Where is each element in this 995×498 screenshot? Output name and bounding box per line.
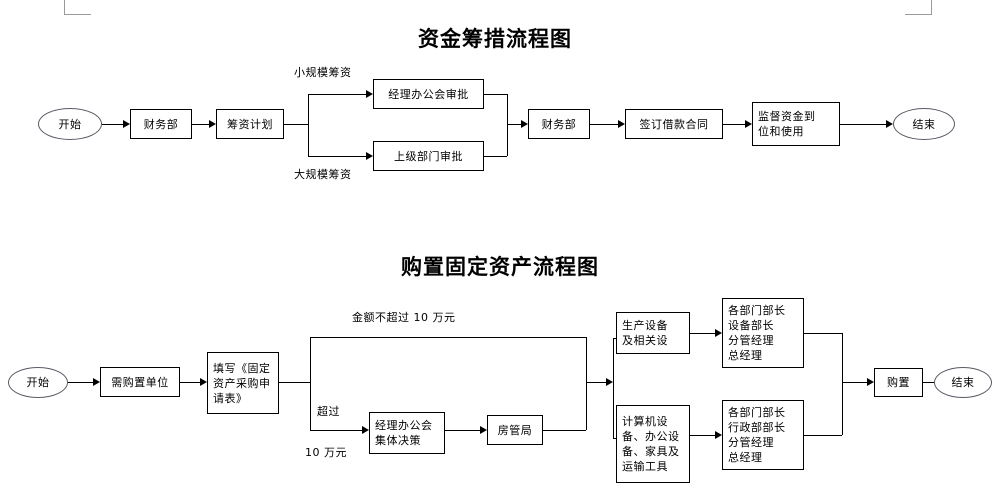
arrowhead-merge-to-category-split — [606, 378, 613, 386]
node-start-funding: 开始 — [38, 108, 102, 140]
arrowhead-start-to-finance — [123, 120, 130, 128]
node-computer-office-equipment: 计算机设 备、办公设 备、家具及 运输工具 — [616, 405, 690, 483]
edge-computer-to-approval-office — [690, 435, 717, 436]
edge-production-to-approval-equipment — [690, 333, 717, 334]
merge-bus-funding — [507, 94, 508, 156]
arrowhead-computer-to-approval-office — [715, 431, 722, 439]
edge-split-to-manager-decision — [310, 430, 364, 431]
page-corner-mark-top-right — [905, 0, 932, 15]
node-manager-office-approval: 经理办公会审批 — [373, 79, 484, 109]
split-bus-purchase — [310, 337, 311, 430]
arrowhead-split-to-manager-decision — [362, 426, 369, 434]
edge-category-split-bottom-stub — [613, 438, 616, 439]
chart-title-fixed-asset-process: 购置固定资产流程图 — [401, 254, 599, 279]
arrowhead-finance-to-plan — [209, 120, 216, 128]
edge-finance-to-plan — [192, 124, 211, 125]
node-approval-chain-office: 各部门部长 行政部部长 分管经理 总经理 — [722, 400, 804, 470]
edge-manager-decision-to-housing-bureau — [445, 430, 482, 431]
edge-split-to-manager-approval — [308, 94, 368, 95]
arrowhead-split-to-manager-approval — [366, 90, 373, 98]
arrowhead-requesting-unit-to-application — [200, 378, 207, 386]
page-corner-mark-top-left — [64, 0, 91, 15]
edge-category-split-top-stub — [613, 338, 616, 339]
edge-label-large-scale: 大规模筹资 — [294, 168, 352, 181]
edge-label-amount-not-exceeding: 金额不超过 10 万元 — [352, 311, 456, 324]
node-manager-office-decision: 经理办公会 集体决策 — [369, 412, 445, 454]
arrowhead-start-to-requesting-unit — [93, 378, 100, 386]
edge-contract-to-supervise — [723, 124, 747, 125]
split-bus-funding — [308, 94, 309, 156]
edge-supervise-to-end — [840, 124, 888, 125]
edge-merge-to-purchase — [842, 382, 869, 383]
edge-finance-2-to-contract — [590, 124, 620, 125]
arrowhead-manager-decision-to-housing-bureau — [480, 426, 487, 434]
node-sign-loan-contract: 签订借款合同 — [625, 109, 723, 139]
edge-start-to-finance — [102, 124, 125, 125]
edge-label-small-scale: 小规模筹资 — [294, 66, 352, 79]
node-end-funding: 结束 — [893, 108, 955, 140]
edge-purchase-to-end — [923, 382, 939, 383]
edge-approval-equipment-to-merge — [804, 333, 842, 334]
chart-title-funding-process: 资金筹措流程图 — [418, 26, 572, 51]
edge-application-to-split — [279, 382, 310, 383]
category-split-bus — [613, 338, 614, 438]
arrowhead-split-to-superior-approval — [366, 152, 373, 160]
node-end-purchase: 结束 — [934, 367, 992, 398]
node-supervise-funds: 监督资金到 位和使用 — [752, 102, 840, 146]
node-funding-plan: 筹资计划 — [216, 109, 284, 139]
node-housing-bureau: 房管局 — [487, 415, 543, 445]
node-purchase: 购置 — [874, 368, 923, 397]
approval-merge-bus — [842, 333, 843, 435]
arrowhead-merge-to-purchase — [867, 378, 874, 386]
edge-start-to-requesting-unit — [68, 382, 95, 383]
node-finance-dept-2: 财务部 — [528, 109, 590, 139]
arrowhead-production-to-approval-equipment — [715, 329, 722, 337]
merge-bus-purchase — [586, 337, 587, 430]
edge-label-exceed: 超过 — [317, 405, 340, 418]
node-approval-chain-equipment: 各部门部长 设备部长 分管经理 总经理 — [722, 298, 804, 368]
edge-manager-approval-to-merge — [484, 94, 507, 95]
edge-approval-office-to-merge — [804, 435, 842, 436]
edge-superior-approval-to-merge — [484, 156, 507, 157]
node-start-purchase: 开始 — [8, 367, 68, 398]
edge-plan-to-split — [284, 124, 308, 125]
edge-split-to-superior-approval — [308, 156, 368, 157]
edge-requesting-unit-to-application — [180, 382, 202, 383]
node-production-equipment: 生产设备 及相关设 — [616, 312, 690, 354]
arrowhead-merge-to-finance-2 — [521, 120, 528, 128]
edge-merge-to-finance-2 — [507, 124, 523, 125]
edge-label-exceed-amount: 10 万元 — [305, 446, 347, 459]
node-fill-application: 填写《固定 资产采购申 请表》 — [207, 352, 279, 414]
arrowhead-supervise-to-end — [886, 120, 893, 128]
node-superior-dept-approval: 上级部门审批 — [373, 141, 484, 171]
node-finance-dept-1: 财务部 — [130, 109, 192, 139]
node-requesting-unit: 需购置单位 — [100, 367, 180, 397]
edge-bypass-not-exceeding — [310, 337, 586, 338]
edge-merge-to-category-split — [586, 382, 608, 383]
arrowhead-contract-to-supervise — [745, 120, 752, 128]
arrowhead-finance-2-to-contract — [618, 120, 625, 128]
edge-housing-bureau-to-merge — [543, 430, 586, 431]
